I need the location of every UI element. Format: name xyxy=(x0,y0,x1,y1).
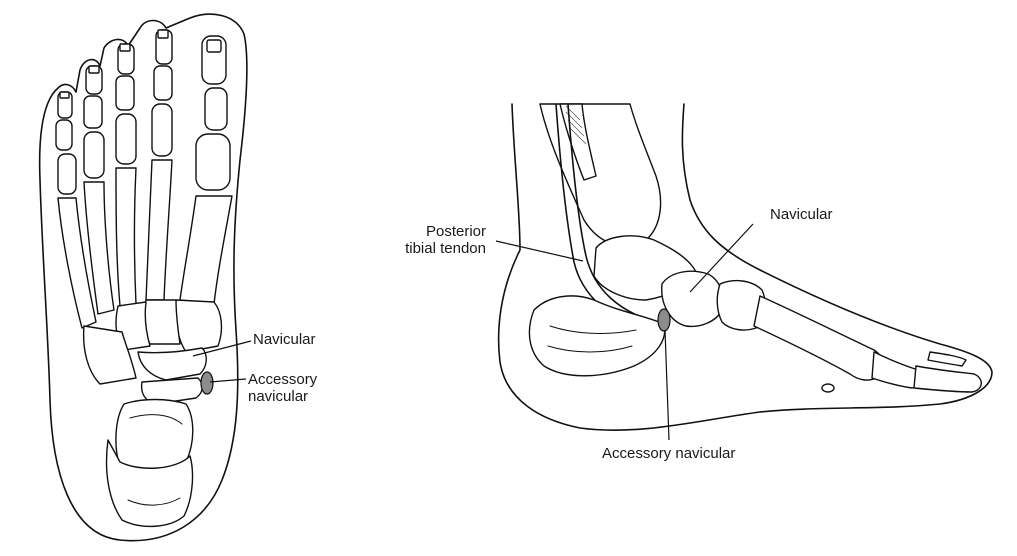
tarsals xyxy=(82,299,223,405)
foot-medial-outline xyxy=(497,103,993,431)
metatarsals xyxy=(57,159,233,329)
label-accessory-navicular-medial: Accessory navicular xyxy=(602,445,736,462)
toe-phalanges xyxy=(55,29,228,151)
calcaneus-medial xyxy=(528,295,666,377)
calcaneus-dorsal xyxy=(105,439,194,528)
label-accessory-line1: Accessory xyxy=(248,371,318,388)
leader-posterior-tibial xyxy=(495,240,584,262)
label-navicular-dorsal: Navicular xyxy=(253,331,316,348)
label-accessory-line2: navicular xyxy=(248,388,309,405)
leader-accessory-dorsal xyxy=(209,378,247,383)
accessory-navicular-medial xyxy=(657,308,671,332)
foot-medial-view xyxy=(495,103,993,441)
label-posterior-line2: tibial tendon xyxy=(405,240,486,257)
hindfoot-bones xyxy=(105,398,194,528)
accessory-navicular-dorsal xyxy=(200,371,214,395)
leader-accessory-medial xyxy=(664,329,670,441)
label-posterior-tibial-tendon: Posterior tibial tendon xyxy=(386,223,486,257)
label-posterior-line1: Posterior xyxy=(425,223,486,240)
leader-navicular-dorsal xyxy=(192,340,252,357)
label-navicular-medial: Navicular xyxy=(770,206,833,223)
cuneiform-medial xyxy=(174,299,223,353)
label-accessory-navicular-dorsal: Accessory navicular xyxy=(248,371,317,405)
navicular-bone-dorsal xyxy=(137,347,207,381)
first-metatarsal-medial xyxy=(753,295,884,381)
navicular-bone-medial xyxy=(661,270,724,328)
leader-navicular-medial xyxy=(689,223,754,293)
proximal-phalanges xyxy=(57,103,231,195)
cuboid xyxy=(82,325,137,385)
foot-dorsal-view xyxy=(38,13,252,542)
foot-dorsal-outline xyxy=(38,13,248,542)
